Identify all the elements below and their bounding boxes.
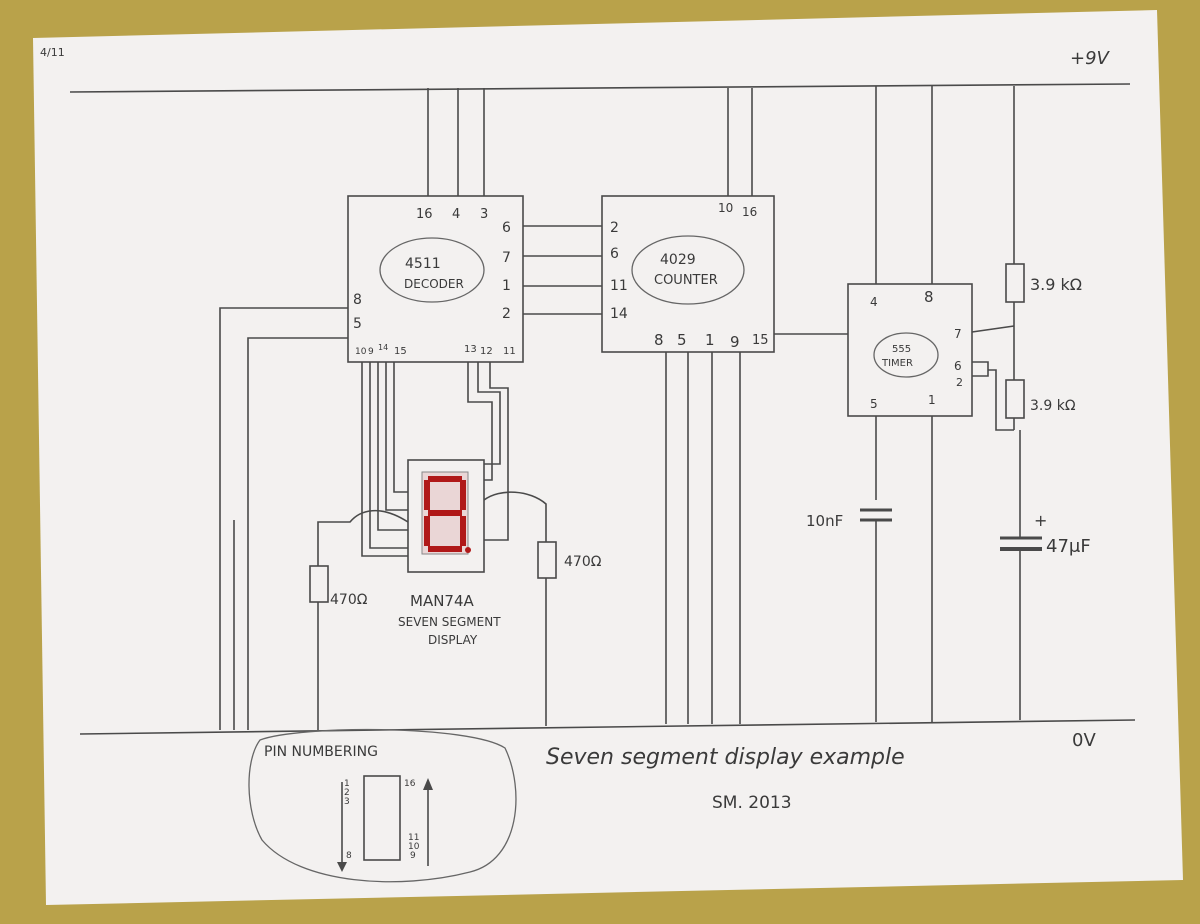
decoder-chip: 16 4 3 6 7 1 2 8 5 10 9 14 15 13 12 11 4… xyxy=(347,88,524,363)
display-resistor-left xyxy=(309,509,409,730)
pin-left-label: 1 xyxy=(344,779,350,789)
pin-left-label: 2 xyxy=(344,788,350,798)
pin-right-label: 10 xyxy=(408,842,420,852)
counter-bottom-pin: 15 xyxy=(752,333,769,348)
paper-sheet xyxy=(33,10,1183,905)
pin-right-label: 11 xyxy=(408,833,419,843)
resistor-top xyxy=(1005,263,1025,303)
display-wires xyxy=(361,362,509,557)
seg-e xyxy=(424,516,430,546)
display-caption-line1: SEVEN SEGMENT xyxy=(398,615,501,629)
dip-package xyxy=(363,775,401,861)
decoder-right-pin: 6 xyxy=(502,220,511,236)
positive-rail xyxy=(69,83,1131,93)
decoder-top-pin: 4 xyxy=(452,207,460,222)
seg-b xyxy=(460,480,466,510)
decoder-bottom-pin: 12 xyxy=(480,346,493,357)
pin-right-label: 9 xyxy=(410,851,416,861)
bcd-bus xyxy=(523,225,602,315)
ground-rail xyxy=(79,719,1136,735)
timer-chip: 4 8 7 6 2 5 1 555 TIMER xyxy=(847,86,973,722)
decoder-chip-role: DECODER xyxy=(404,277,464,291)
seg-g xyxy=(428,510,462,516)
decoder-right-pin: 1 xyxy=(502,278,511,294)
resistor-bottom-value: 3.9 kΩ xyxy=(1030,398,1076,414)
decoder-bottom-pin: 14 xyxy=(378,343,388,352)
counter-left-pin: 6 xyxy=(610,246,619,262)
decoder-bottom-pin: 9 xyxy=(368,347,374,357)
arrow-up-icon xyxy=(423,778,433,790)
decoder-ground-wires xyxy=(219,307,348,730)
counter-bottom-pin: 9 xyxy=(730,333,740,351)
ground-rail-label: 0V xyxy=(1072,730,1096,751)
seg-a xyxy=(428,476,462,482)
timer-right-pin: 7 xyxy=(954,327,962,341)
counter-bottom-pin: 5 xyxy=(677,331,687,349)
decoder-chip-name: 4511 xyxy=(405,256,441,272)
decoder-right-pin: 2 xyxy=(502,306,511,322)
arrow-down-icon xyxy=(337,862,347,872)
diagram-caption: Seven segment display example xyxy=(546,745,905,770)
seg-c xyxy=(460,516,466,546)
decoder-bottom-pin: 15 xyxy=(394,346,407,357)
display-caption-line2: DISPLAY xyxy=(428,633,478,647)
decoder-label-oval xyxy=(379,237,485,303)
digit-eight xyxy=(424,476,471,553)
timer-rc-network: + xyxy=(971,86,1047,720)
pin-right-label: 16 xyxy=(404,779,416,789)
decoder-right-pin: 7 xyxy=(502,250,511,266)
display-resistor-right xyxy=(483,491,557,726)
timer-right-pin: 2 xyxy=(956,376,963,389)
cap-control-value: 10nF xyxy=(806,512,843,530)
pin-numbering-title: PIN NUMBERING xyxy=(264,744,378,760)
pin-left-label: 8 xyxy=(346,851,352,861)
counter-left-pin: 14 xyxy=(610,306,628,322)
timer-bottom-pin: 5 xyxy=(870,397,878,411)
timer-top-pin: 4 xyxy=(870,295,878,309)
timer-chip-name: 555 xyxy=(892,344,911,355)
timer-top-pin: 8 xyxy=(924,288,934,306)
seg-f xyxy=(424,480,430,510)
diagram-author: SM. 2013 xyxy=(712,793,792,813)
counter-left-pin: 11 xyxy=(610,278,628,294)
cap-plus-sign: + xyxy=(1034,511,1047,530)
counter-bottom-pin: 8 xyxy=(654,331,664,349)
decoder-left-pin: 8 xyxy=(353,292,362,308)
decoder-top-pin: 3 xyxy=(480,207,488,222)
counter-top-pin: 16 xyxy=(742,205,757,219)
decoder-top-pin: 16 xyxy=(416,207,433,222)
corner-mark: 4/11 xyxy=(40,46,65,59)
seg-dp xyxy=(465,547,471,553)
display-model: MAN74A xyxy=(410,592,475,610)
decoder-left-pin: 5 xyxy=(353,316,362,332)
counter-top-pin: 10 xyxy=(718,201,733,215)
counter-label-oval xyxy=(631,235,745,305)
timer-chip-role: TIMER xyxy=(881,358,913,369)
display-resistor-left-value: 470Ω xyxy=(330,592,368,608)
cap-timing-value: 47μF xyxy=(1046,536,1091,557)
counter-left-pin: 2 xyxy=(610,220,619,236)
decoder-bottom-pin: 10 xyxy=(355,347,367,357)
display-resistor-right-value: 470Ω xyxy=(564,554,602,570)
decoder-bottom-pin: 13 xyxy=(464,344,477,355)
resistor-bottom xyxy=(1005,379,1025,419)
counter-chip-role: COUNTER xyxy=(654,273,718,288)
timer-label-oval xyxy=(873,332,939,378)
seven-segment-display xyxy=(407,459,485,573)
timer-bottom-pin: 1 xyxy=(928,393,936,407)
seg-d xyxy=(428,546,462,552)
timer-right-pin: 6 xyxy=(954,359,962,373)
counter-ground-wires xyxy=(665,352,741,724)
resistor-top-value: 3.9 kΩ xyxy=(1030,275,1082,294)
pin-left-label: 3 xyxy=(344,797,350,807)
positive-rail-label: +9V xyxy=(1070,48,1111,69)
pin-numbering-inset xyxy=(248,728,517,883)
counter-bottom-pin: 1 xyxy=(705,331,715,349)
decoder-bottom-pin: 11 xyxy=(503,346,516,357)
counter-chip-name: 4029 xyxy=(660,252,696,268)
